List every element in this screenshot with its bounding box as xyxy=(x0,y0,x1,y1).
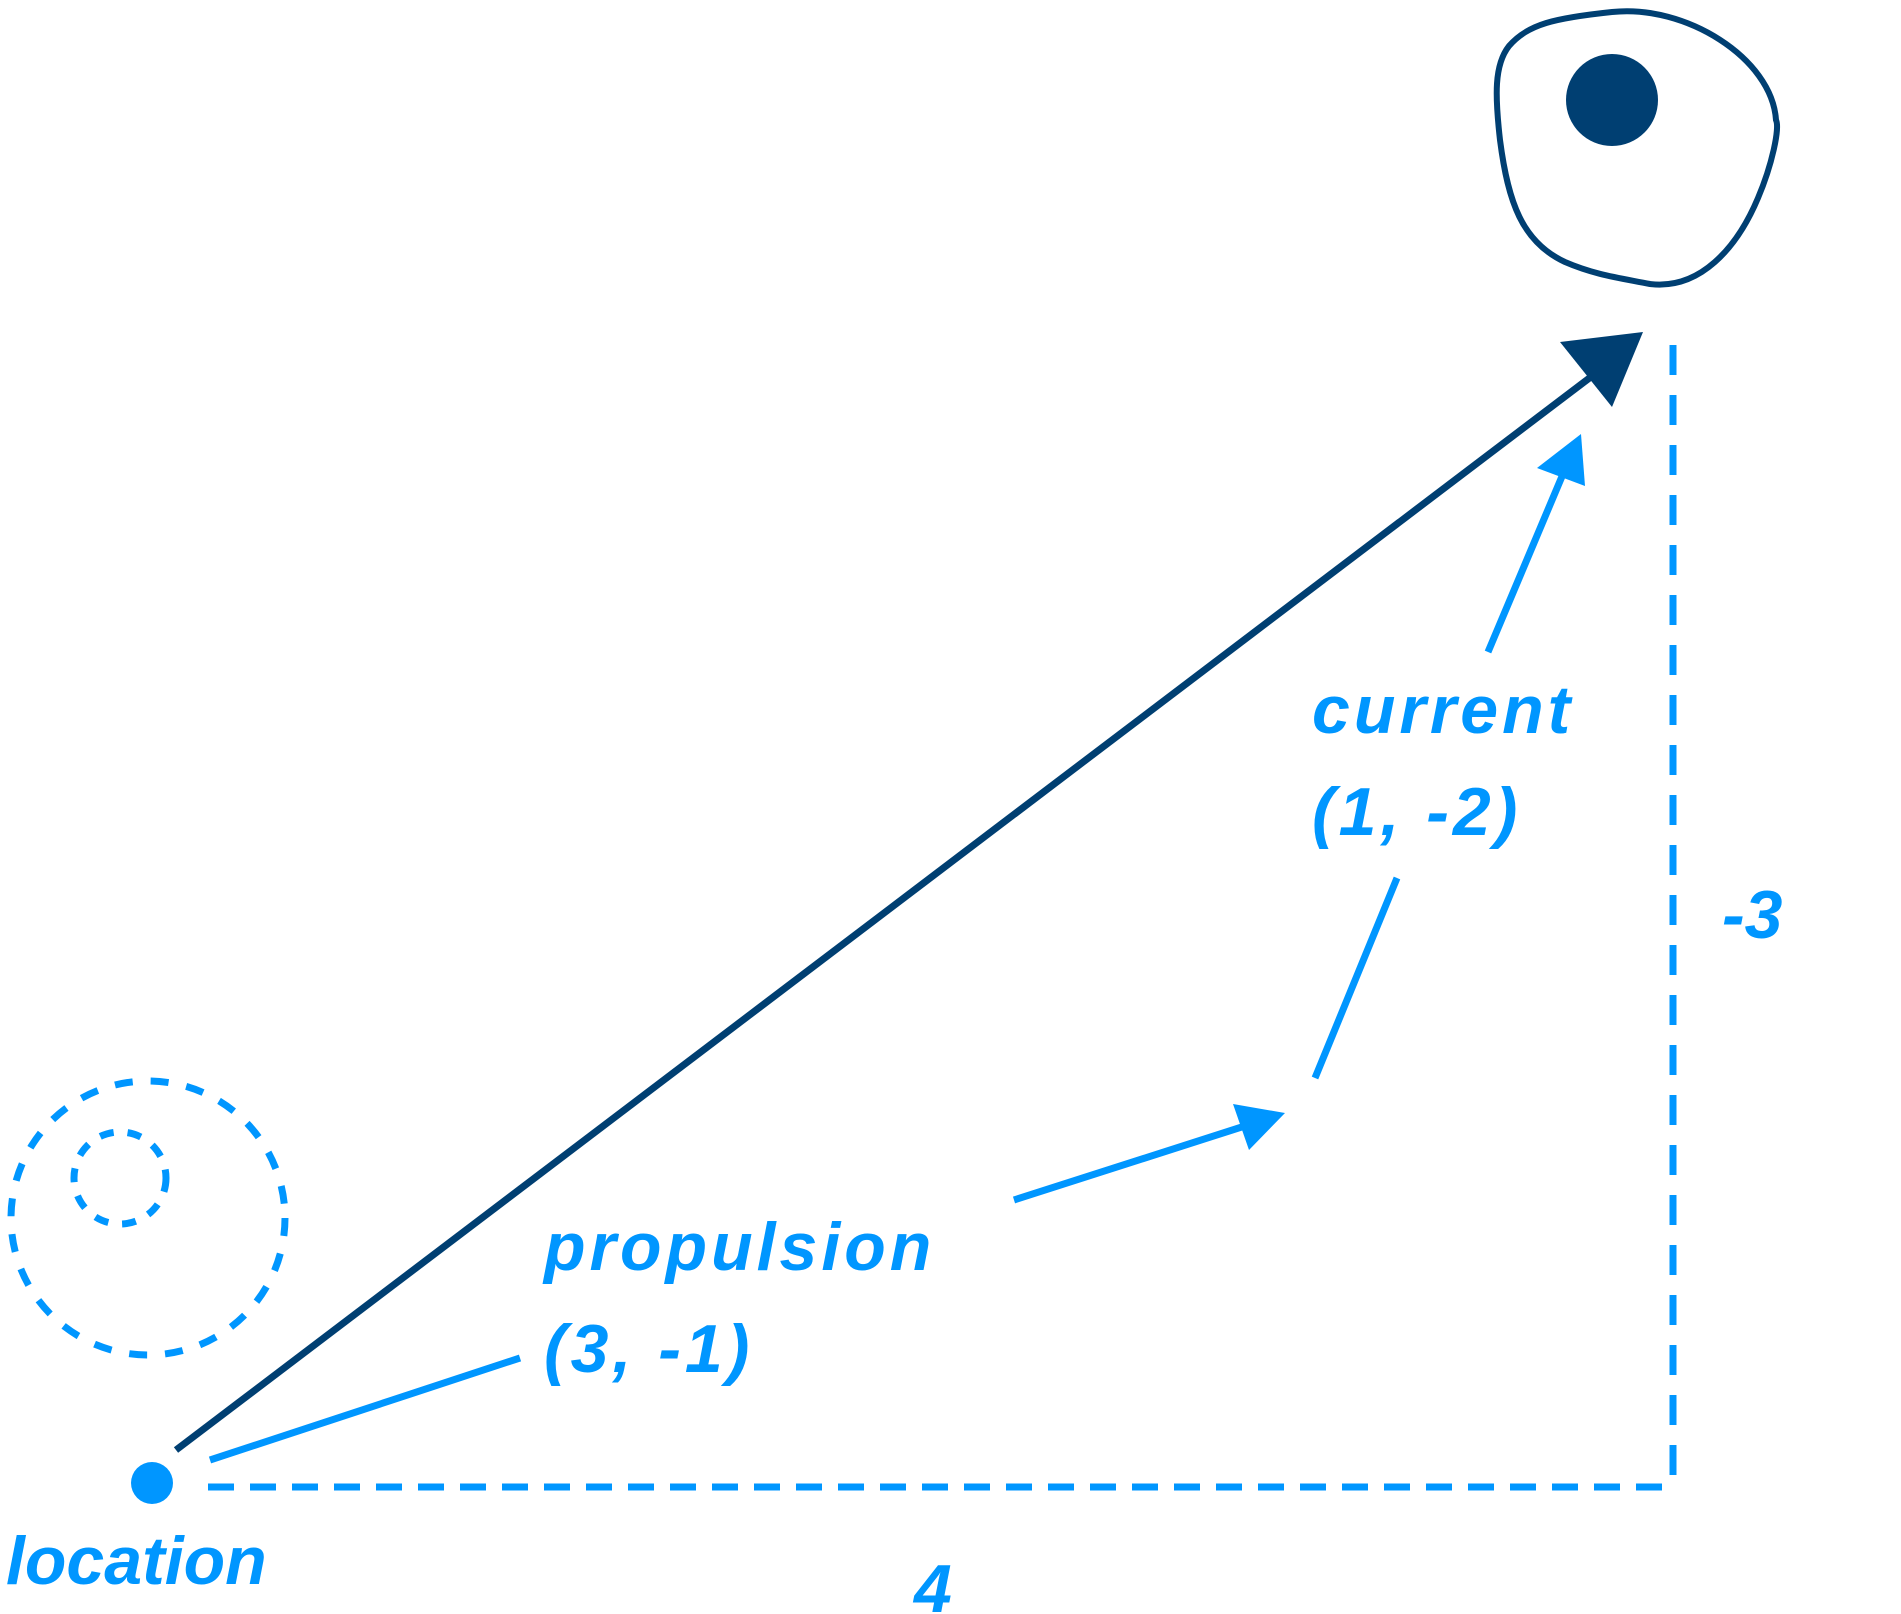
current-arrowhead xyxy=(1537,434,1585,486)
resultant-arrow xyxy=(173,367,1603,1453)
current-value: (1, -2) xyxy=(1312,774,1521,850)
resultant-arrowhead xyxy=(1560,332,1643,407)
dy-label: -3 xyxy=(1722,877,1783,953)
current-arrow-start xyxy=(1311,876,1401,1080)
target-icon xyxy=(1493,8,1781,288)
propulsion-arrowhead xyxy=(1233,1104,1285,1150)
dx-label: 4 xyxy=(912,1551,952,1614)
location-label: location xyxy=(6,1523,267,1599)
current-arrow-end xyxy=(1484,472,1567,654)
current-label: current xyxy=(1312,672,1574,748)
propulsion-label: propulsion xyxy=(542,1209,935,1285)
propulsion-arrow-start xyxy=(208,1354,522,1464)
ripple-icon xyxy=(7,1077,289,1359)
location-dot xyxy=(131,1462,173,1504)
propulsion-value: (3, -1) xyxy=(544,1311,753,1387)
propulsion-arrow-end xyxy=(1012,1121,1250,1204)
